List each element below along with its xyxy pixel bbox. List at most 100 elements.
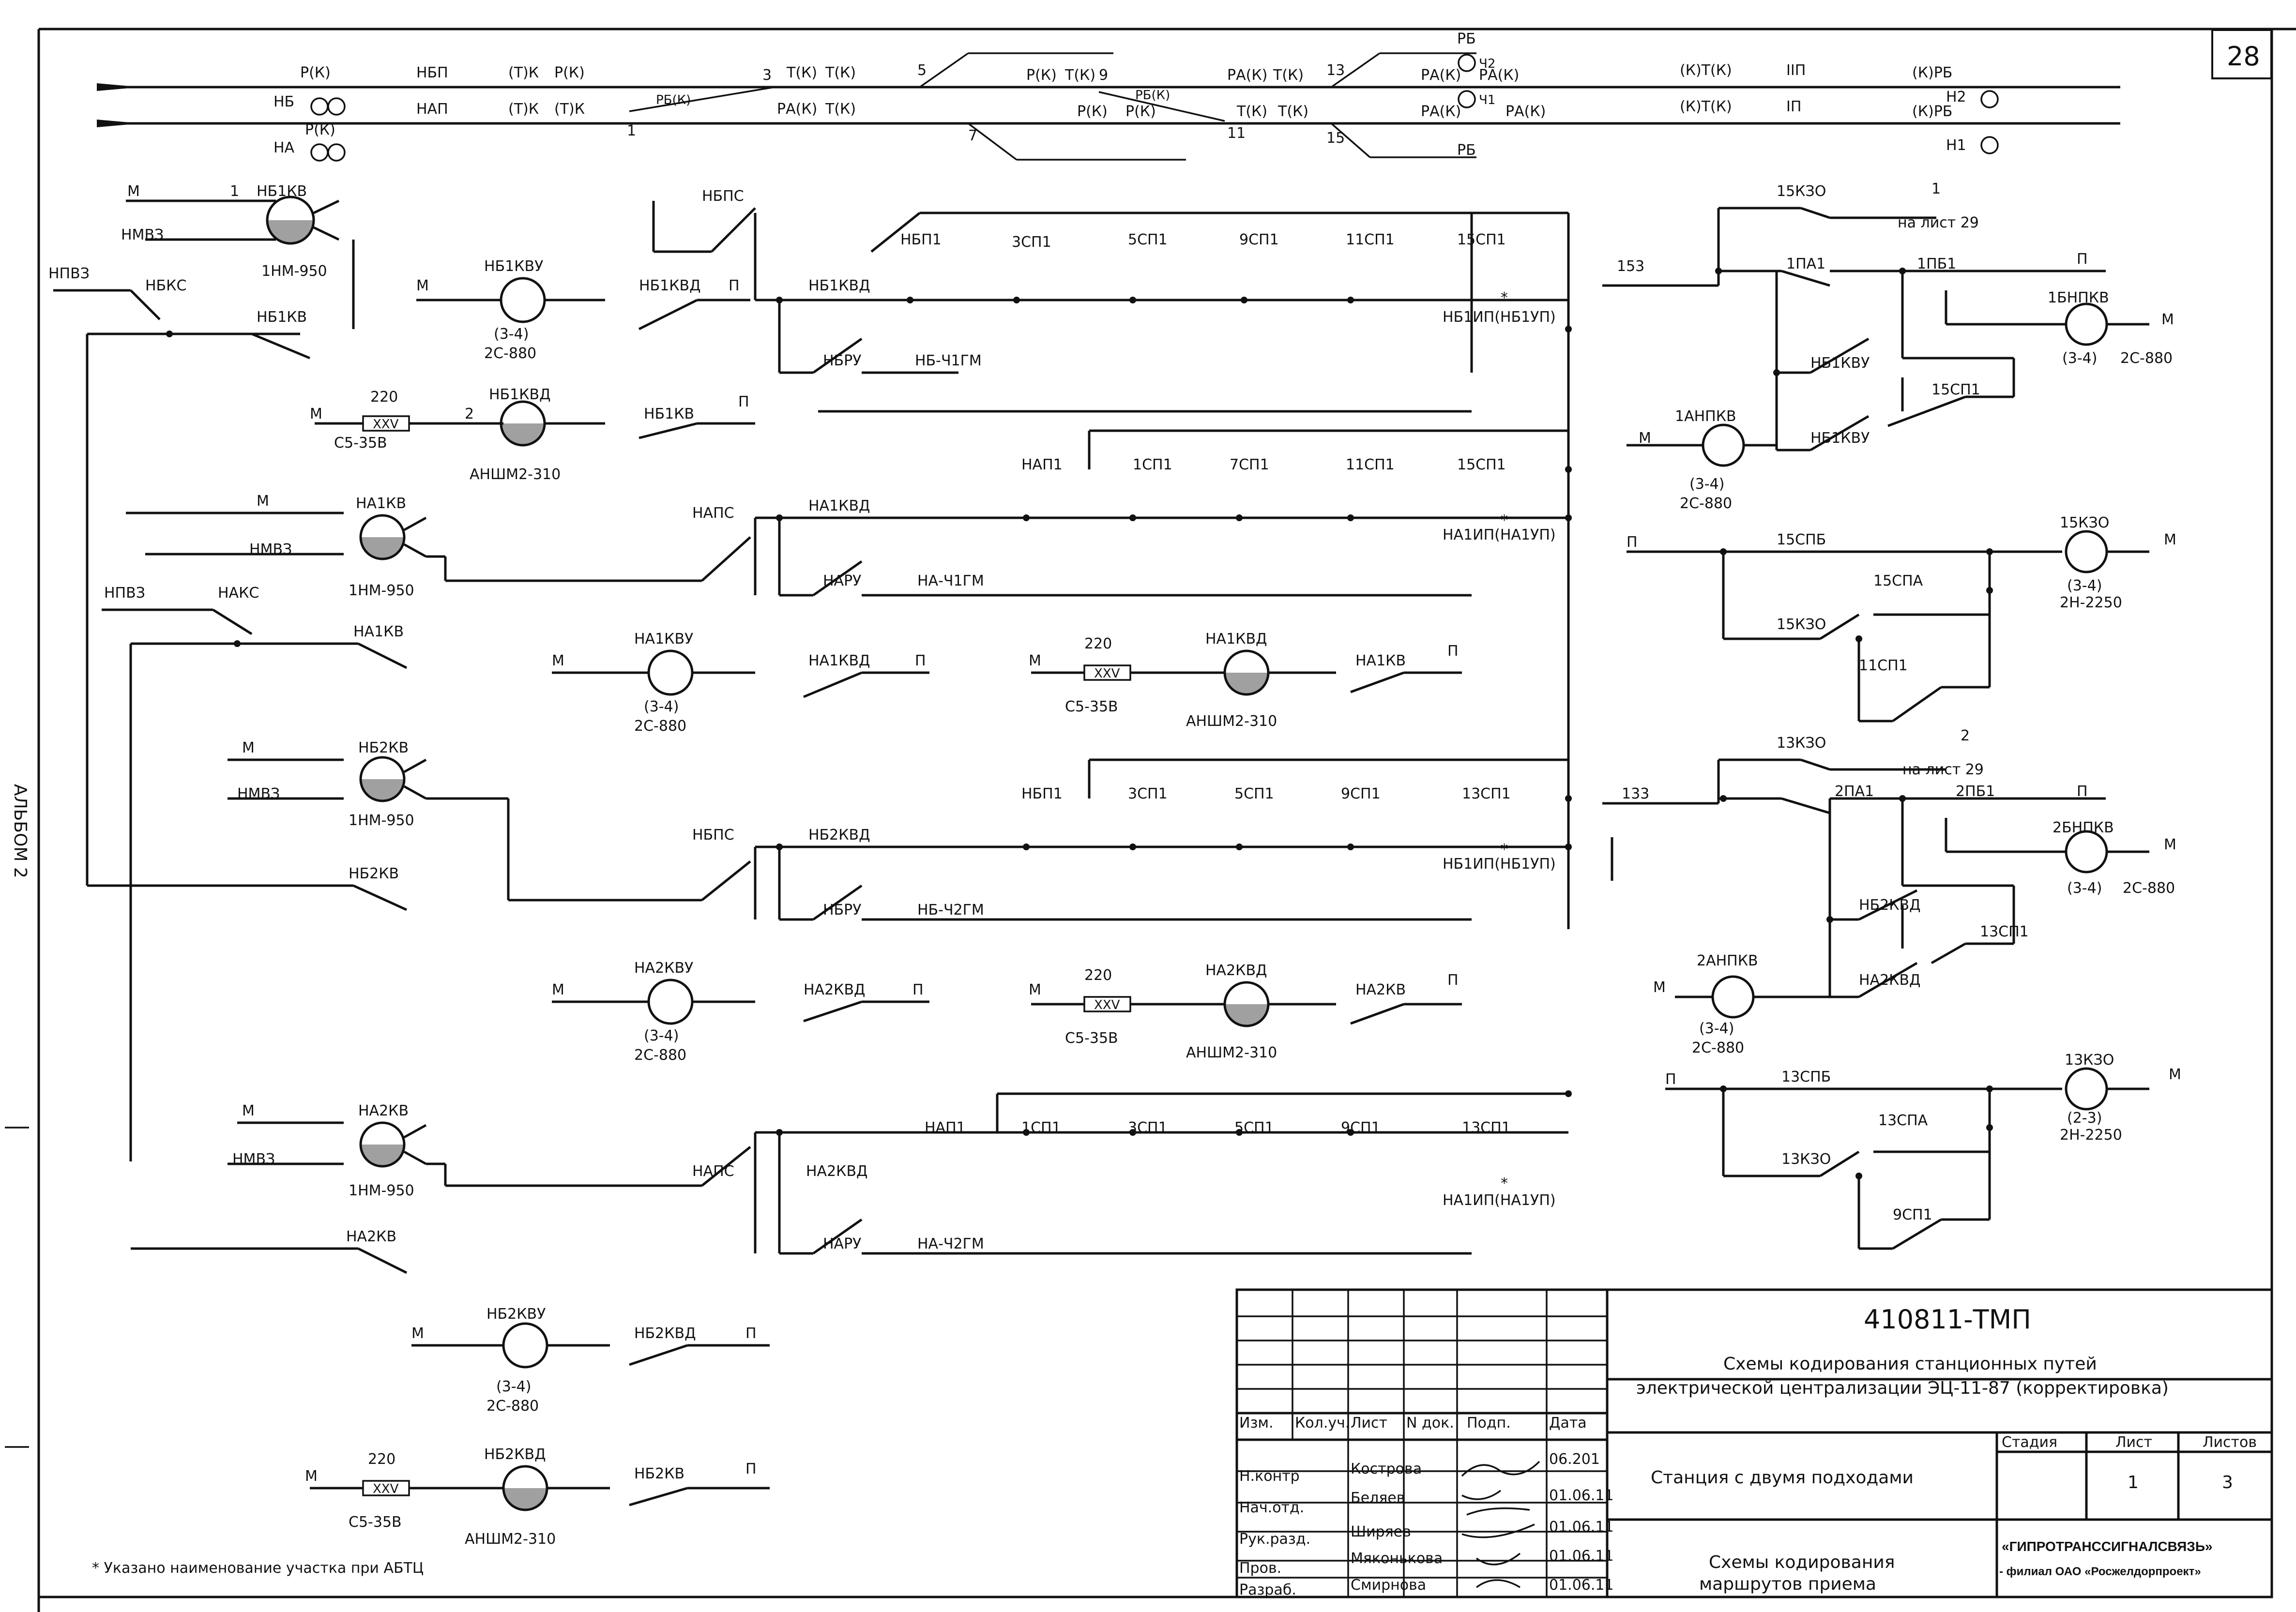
svg-text:НА1ИП(НА1УП): НА1ИП(НА1УП) bbox=[1443, 1192, 1556, 1209]
svg-text:Пров.: Пров. bbox=[1239, 1560, 1281, 1577]
relay-nb2kvu: НБ2КВУ М (3-4) 2С-880 НБ2КВД П bbox=[411, 1306, 770, 1415]
svg-text:НА1КВД: НА1КВД bbox=[1205, 631, 1267, 648]
track-label: Р(К) bbox=[1125, 103, 1156, 120]
svg-text:2С-880: 2С-880 bbox=[487, 1398, 539, 1415]
svg-text:3СП1: 3СП1 bbox=[1128, 785, 1168, 802]
track-label: НАП bbox=[416, 101, 448, 118]
svg-text:2АНПКВ: 2АНПКВ bbox=[1697, 952, 1758, 969]
svg-text:2БНПКВ: 2БНПКВ bbox=[2053, 819, 2114, 836]
svg-text:НА2КВД: НА2КВД bbox=[1205, 962, 1267, 979]
svg-text:НАПС: НАПС bbox=[692, 1163, 734, 1180]
svg-text:2ПА1: 2ПА1 bbox=[1835, 783, 1874, 800]
svg-text:Кострова: Кострова bbox=[1351, 1461, 1422, 1477]
svg-text:НМВЗ: НМВЗ bbox=[237, 785, 280, 802]
track-label: (К)Т(К) bbox=[1680, 98, 1732, 115]
svg-text:15СП1: 15СП1 bbox=[1457, 456, 1506, 473]
svg-text:11СП1: 11СП1 bbox=[1859, 657, 1908, 674]
svg-text:1БНПКВ: 1БНПКВ bbox=[2048, 289, 2109, 306]
svg-text:Станция с двумя подходами: Станция с двумя подходами bbox=[1651, 1468, 1914, 1488]
svg-text:XXV: XXV bbox=[373, 1482, 399, 1496]
svg-text:XXV: XXV bbox=[1094, 666, 1120, 681]
svg-text:НБПС: НБПС bbox=[692, 827, 734, 844]
sheet-number: 28 bbox=[2227, 41, 2260, 72]
svg-text:на лист 29: на лист 29 bbox=[1902, 761, 1984, 778]
svg-text:153: 153 bbox=[1617, 258, 1644, 275]
track-label: РА(К) bbox=[1505, 103, 1546, 120]
svg-text:М: М bbox=[310, 406, 322, 422]
svg-text:НА1КВД: НА1КВД bbox=[808, 497, 870, 514]
svg-text:13СПА: 13СПА bbox=[1878, 1112, 1928, 1129]
svg-text:Схемы кодирования: Схемы кодирования bbox=[1709, 1552, 1895, 1572]
svg-text:М: М bbox=[242, 739, 255, 756]
svg-text:НМВЗ: НМВЗ bbox=[232, 1151, 275, 1168]
route-circuit-na1: НАПС НА1КВД НАРУ НА-Ч1ГМ НАП1 1СП1 7СП1 … bbox=[678, 429, 1572, 597]
svg-text:НА2КВД: НА2КВД bbox=[804, 981, 866, 998]
svg-text:НАКС: НАКС bbox=[218, 585, 259, 602]
track-label: (Т)К bbox=[508, 101, 539, 118]
sheet-number-box: 28 bbox=[2211, 29, 2272, 79]
svg-text:АНШМ2-310: АНШМ2-310 bbox=[1186, 713, 1277, 730]
track-label: Т(К) bbox=[1273, 67, 1304, 84]
track-label: (Т)К bbox=[508, 64, 539, 81]
track-label: 15 bbox=[1326, 130, 1345, 147]
svg-text:М: М bbox=[305, 1468, 318, 1485]
svg-text:(3-4): (3-4) bbox=[1699, 1020, 1734, 1037]
track-label: Р(К) bbox=[554, 64, 585, 81]
relay-group-nb2: М НМВЗ НБ2КВ 1НМ-950 НБ2КВ bbox=[86, 334, 678, 1161]
svg-text:15КЗО: 15КЗО bbox=[2060, 514, 2109, 531]
svg-text:220: 220 bbox=[370, 389, 398, 406]
svg-text:М: М bbox=[242, 1102, 255, 1119]
svg-text:Лист: Лист bbox=[2115, 1434, 2152, 1451]
svg-text:НА2КВ: НА2КВ bbox=[1355, 981, 1406, 998]
svg-text:М: М bbox=[1639, 430, 1651, 447]
track-label: РА(К) bbox=[1479, 67, 1519, 84]
track-label: 5 bbox=[917, 62, 927, 79]
svg-text:П: П bbox=[915, 652, 926, 669]
svg-text:13КЗО: 13КЗО bbox=[2065, 1052, 2114, 1069]
svg-text:*: * bbox=[1501, 841, 1508, 858]
svg-text:133: 133 bbox=[1622, 785, 1649, 802]
relay-NB1KV: НБ1КВ bbox=[257, 183, 307, 200]
svg-text:Кол.уч.: Кол.уч. bbox=[1295, 1415, 1350, 1431]
svg-text:2Н-2250: 2Н-2250 bbox=[2060, 594, 2122, 611]
svg-text:7СП1: 7СП1 bbox=[1230, 456, 1269, 473]
svg-text:НБ-Ч2ГМ: НБ-Ч2ГМ bbox=[917, 902, 984, 919]
svg-text:2С-880: 2С-880 bbox=[484, 345, 536, 362]
relay-group-na2: М НМВЗ НА2КВ 1НМ-950 НА2КВ bbox=[131, 1102, 678, 1274]
svg-text:НБ1КВ: НБ1КВ bbox=[257, 309, 307, 326]
svg-text:НАП1: НАП1 bbox=[1021, 456, 1063, 473]
svg-text:маршрутов приема: маршрутов приема bbox=[1699, 1574, 1876, 1594]
svg-text:НБП1: НБП1 bbox=[1021, 785, 1063, 802]
svg-text:1НМ-950: 1НМ-950 bbox=[349, 812, 414, 829]
svg-text:С5-35В: С5-35В bbox=[349, 1514, 402, 1531]
svg-text:НА-Ч2ГМ: НА-Ч2ГМ bbox=[917, 1235, 984, 1252]
svg-text:НБ1ИП(НБ1УП): НБ1ИП(НБ1УП) bbox=[1443, 309, 1556, 326]
track-label: НБ bbox=[274, 93, 294, 110]
track-label: РБ(К) bbox=[1135, 88, 1170, 103]
track-label: 11 bbox=[1227, 125, 1246, 142]
track-label: РА(К) bbox=[1227, 67, 1267, 84]
svg-text:Подп.: Подп. bbox=[1467, 1415, 1511, 1431]
svg-text:5СП1: 5СП1 bbox=[1234, 785, 1274, 802]
svg-text:П: П bbox=[729, 277, 740, 294]
track-label: РБ bbox=[1457, 142, 1476, 159]
track-label: IП bbox=[1786, 98, 1801, 115]
svg-text:НАРУ: НАРУ bbox=[823, 572, 861, 589]
svg-text:НБ2КВД: НБ2КВД bbox=[634, 1325, 696, 1342]
svg-text:НБКС: НБКС bbox=[145, 277, 186, 294]
svg-text:9СП1: 9СП1 bbox=[1341, 1119, 1381, 1136]
svg-text:М: М bbox=[416, 277, 429, 294]
svg-text:2С-880: 2С-880 bbox=[634, 1047, 686, 1064]
track-label: Ч2 bbox=[1479, 57, 1495, 71]
svg-text:НА1КВ: НА1КВ bbox=[353, 623, 404, 640]
svg-text:НБП1: НБП1 bbox=[900, 231, 942, 248]
svg-text:9СП1: 9СП1 bbox=[1341, 785, 1381, 802]
svg-text:1НМ-950: 1НМ-950 bbox=[261, 263, 327, 280]
svg-text:НА1КВД: НА1КВД bbox=[808, 652, 870, 669]
svg-text:НПВЗ: НПВЗ bbox=[48, 265, 90, 282]
svg-text:1: 1 bbox=[230, 183, 239, 200]
svg-text:АНШМ2-310: АНШМ2-310 bbox=[470, 466, 561, 483]
svg-text:П: П bbox=[1665, 1071, 1676, 1088]
svg-text:2Н-2250: 2Н-2250 bbox=[2060, 1127, 2122, 1144]
svg-text:3СП1: 3СП1 bbox=[1012, 234, 1051, 251]
